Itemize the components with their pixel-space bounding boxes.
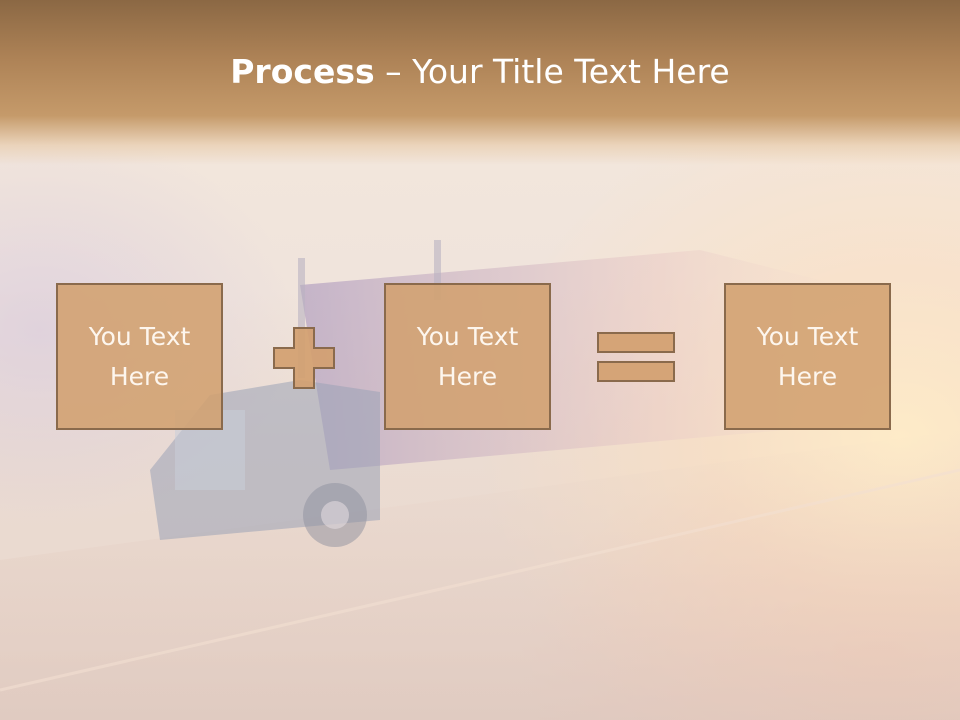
title-rest-part: – Your Title Text Here (374, 52, 730, 91)
process-box-3-label: You Text Here (756, 321, 859, 391)
plus-icon (273, 327, 335, 389)
process-box-2-label: You Text Here (416, 321, 519, 391)
process-box-2: You Text Here (384, 283, 551, 430)
header-band (0, 0, 960, 165)
title-bold-part: Process (230, 52, 375, 91)
process-box-1-label: You Text Here (88, 321, 191, 391)
process-box-1: You Text Here (56, 283, 223, 430)
process-box-3: You Text Here (724, 283, 891, 430)
equals-icon (597, 332, 675, 382)
slide-title: Process – Your Title Text Here (0, 52, 960, 91)
